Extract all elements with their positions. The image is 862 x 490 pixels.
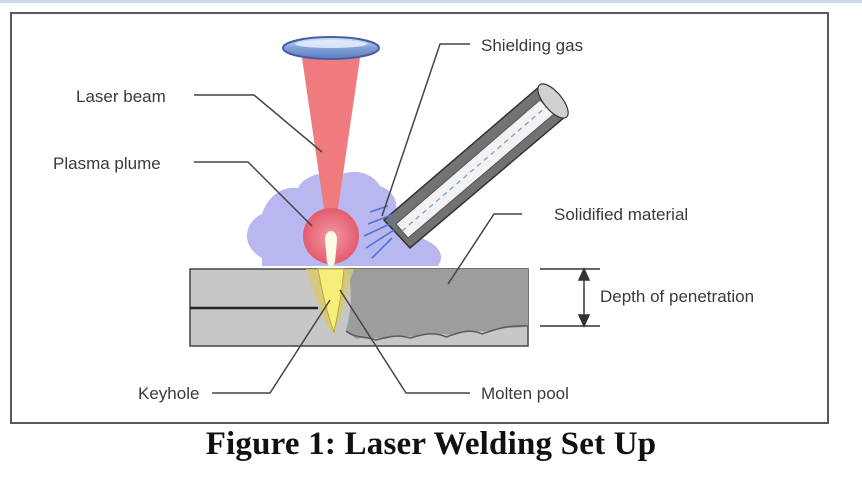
label-solidified-material: Solidified material bbox=[554, 205, 689, 224]
label-laser-beam: Laser beam bbox=[76, 87, 166, 106]
leader-molten-pool bbox=[339, 289, 470, 394]
leader-laser-beam bbox=[194, 94, 323, 153]
label-plasma-plume: Plasma plume bbox=[53, 154, 161, 173]
label-shielding-gas: Shielding gas bbox=[481, 36, 584, 55]
laser-beam bbox=[302, 58, 360, 236]
gas-nozzle bbox=[382, 83, 569, 250]
beam-core bbox=[325, 231, 337, 267]
figure-caption: Figure 1: Laser Welding Set Up bbox=[205, 426, 657, 462]
leader-plasma-plume bbox=[194, 161, 313, 227]
leader-lines bbox=[194, 43, 522, 394]
leader-keyhole bbox=[212, 299, 331, 394]
depth-dimension bbox=[540, 267, 600, 328]
label-molten-pool: Molten pool bbox=[481, 384, 569, 403]
top-rule bbox=[0, 0, 862, 3]
leader-solidified-material bbox=[447, 213, 522, 285]
label-depth-of-penetration: Depth of penetration bbox=[600, 287, 755, 306]
solidified-region bbox=[346, 269, 528, 339]
leader-shielding-gas bbox=[381, 43, 470, 217]
label-keyhole: Keyhole bbox=[138, 384, 200, 403]
keyhole bbox=[317, 268, 345, 334]
